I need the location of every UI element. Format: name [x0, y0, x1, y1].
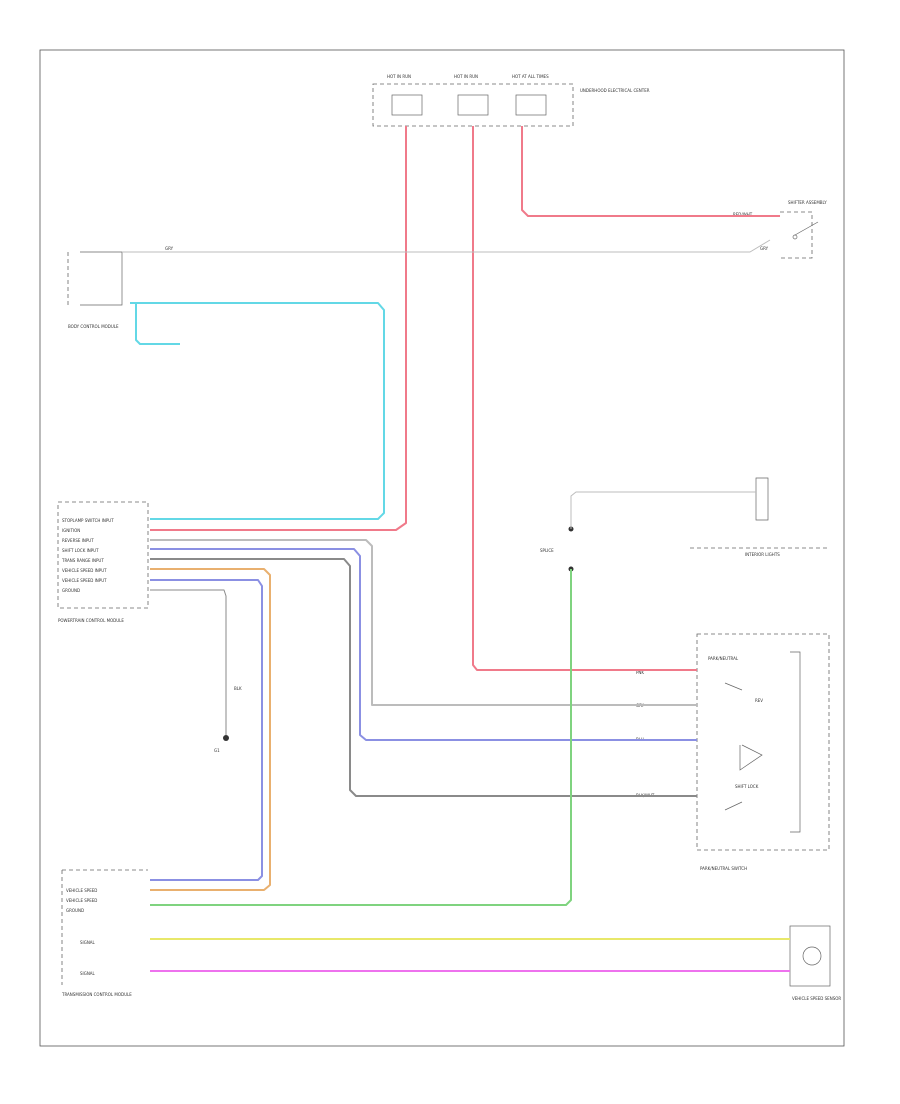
shifter-switch-blade — [794, 221, 819, 236]
fuse1-label: HOT IN RUN — [387, 74, 411, 79]
pcm-pin-5: TRANS RANGE INPUT — [61, 558, 104, 563]
wire-red-shifter — [521, 126, 780, 217]
pn-contact-2 — [739, 744, 763, 771]
fuse-1 — [391, 94, 423, 116]
splice-label: SPLICE — [540, 548, 554, 553]
wire-orange-vss — [150, 568, 271, 891]
fuse-2 — [457, 94, 489, 116]
wire-red-park-neutral — [472, 126, 697, 671]
bcm-body — [80, 251, 123, 306]
vss-box — [789, 925, 831, 987]
pcm-box — [57, 501, 149, 609]
pcm-pin-6: VEHICLE SPEED INPUT — [62, 568, 107, 573]
shifter-circuit2: GRY — [760, 246, 769, 251]
shifter-circuit1: RED/WHT — [733, 212, 753, 217]
park-neutral-label: PARK/NEUTRAL SWITCH — [700, 866, 747, 871]
shifter-label: SHIFTER ASSEMBLY — [788, 200, 827, 205]
diagram-border — [39, 49, 845, 1047]
fuse-3 — [515, 94, 547, 116]
interior-lamp — [755, 477, 769, 521]
fuse3-label: HOT AT ALL TIMES — [512, 74, 549, 79]
pcm-pin-2: IGNITION — [62, 528, 80, 533]
shifter-box — [780, 211, 813, 259]
bcm-label: BODY CONTROL MODULE — [68, 324, 119, 329]
tcm-pin-2: VEHICLE SPEED — [66, 898, 97, 903]
pn-switch-3: SHIFT LOCK — [735, 784, 759, 789]
vss-label: VEHICLE SPEED SENSOR — [792, 996, 841, 1001]
interior-lights-label: INTERIOR LIGHTS — [745, 552, 780, 557]
pcm-pin-1: STOPLAMP SWITCH INPUT — [62, 518, 114, 523]
park-neutral-box — [696, 633, 830, 851]
wire-blue-shift — [150, 548, 697, 741]
bcm-circuit-label: GRY — [165, 246, 174, 251]
pn-switch-2: REV — [755, 698, 763, 703]
wire-green-tcm — [150, 569, 572, 906]
wire-gray-bcm — [122, 239, 771, 253]
ground-g1-symbol — [223, 735, 229, 741]
pn-contact-1 — [724, 682, 743, 691]
wire-red-ignition — [150, 126, 407, 531]
shifter-switch-contact — [792, 234, 798, 240]
tcm-pin-3: GROUND — [66, 908, 84, 913]
wire-gray-range — [150, 558, 697, 797]
pcm-pin-7: VEHICLE SPEED INPUT — [62, 578, 107, 583]
fuse-box — [372, 83, 574, 127]
wire-ground — [150, 589, 227, 735]
tcm-pin-4: SIGNAL — [80, 940, 96, 945]
ground-g1-circuit: BLK — [234, 686, 242, 691]
pcm-pin-4: SHIFT LOCK INPUT — [62, 548, 99, 553]
park-neutral-inner — [790, 651, 801, 833]
pcm-pin-8: GROUND — [62, 588, 80, 593]
wire-cyan-branch — [135, 303, 180, 345]
pcm-pin-3: REVERSE INPUT — [62, 538, 94, 543]
wires — [122, 126, 790, 972]
fuse-box-label: UNDERHOOD ELECTRICAL CENTER — [580, 88, 650, 93]
pn-switch-1: PARK/NEUTRAL — [708, 656, 739, 661]
pn-circuit-1: PNK — [636, 670, 644, 675]
fuse2-label: HOT IN RUN — [454, 74, 478, 79]
tcm-pin-5: SIGNAL — [80, 971, 96, 976]
wire-cyan-stoplamp — [130, 302, 385, 520]
ground-g1-label: G1 — [214, 748, 220, 753]
pn-contact-3 — [724, 801, 743, 811]
pcm-label: POWERTRAIN CONTROL MODULE — [58, 618, 124, 623]
tcm-pin-1: VEHICLE SPEED — [66, 888, 97, 893]
wire-gray-splice — [570, 491, 756, 529]
vss-coil — [802, 946, 822, 966]
wire-gray-reverse — [150, 539, 697, 706]
wire-blue-vss — [150, 579, 263, 881]
tcm-label: TRANSMISSION CONTROL MODULE — [61, 992, 132, 997]
